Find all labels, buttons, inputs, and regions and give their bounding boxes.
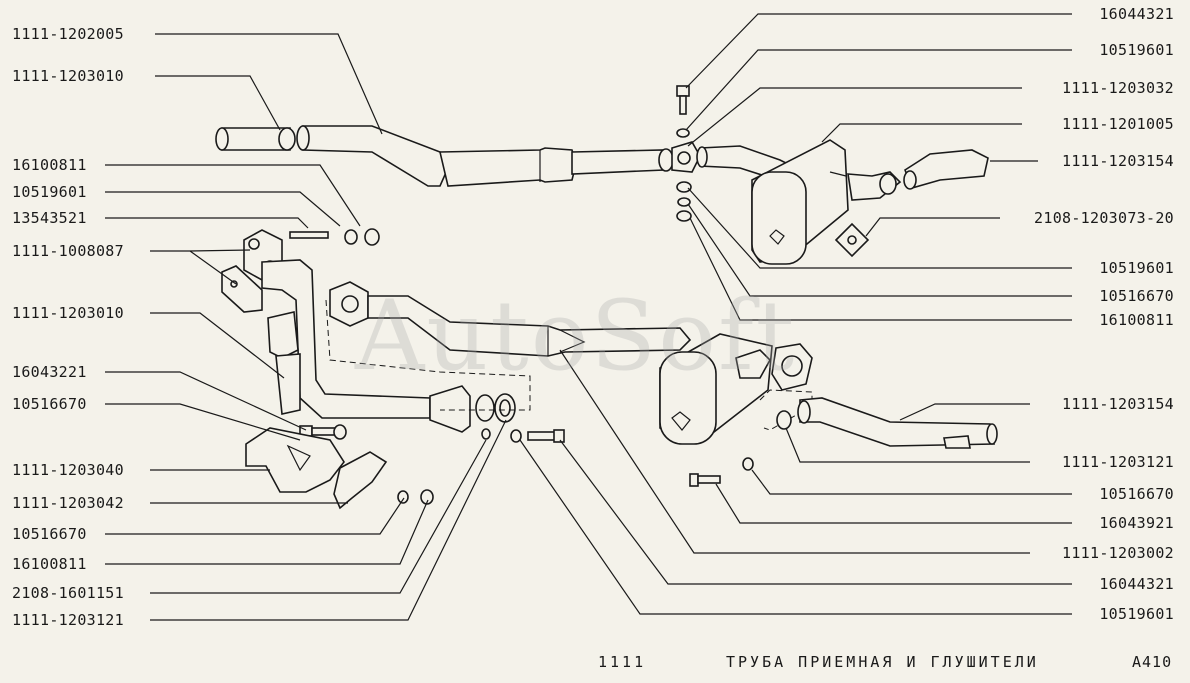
middle-muffler-outlet-flange [735, 343, 813, 391]
part-label: 1111-1203121 [12, 611, 124, 629]
part-label: 10516670 [12, 395, 87, 413]
part-label: 10516670 [1099, 485, 1174, 503]
part-label: 10519601 [1099, 41, 1174, 59]
part-label: 10519601 [1099, 259, 1174, 277]
part-label: 16043221 [12, 363, 87, 381]
part-label: 1111-1202005 [12, 25, 124, 43]
upper-resonator [438, 147, 674, 187]
rubber-hanger-upper [834, 222, 870, 258]
part-label: 10516670 [1099, 287, 1174, 305]
mounting-bracket [245, 427, 434, 510]
part-label: 10516670 [12, 525, 87, 543]
dashed-outline [325, 299, 531, 411]
front-downpipe [261, 259, 431, 419]
stud-and-nuts [289, 228, 380, 246]
part-label: 2108-1203073-20 [1034, 209, 1174, 227]
part-label: 1111-1203154 [1062, 152, 1174, 170]
footer-code: А410 [1132, 653, 1173, 671]
part-label: 1111-1203121 [1062, 453, 1174, 471]
part-label: 2108-1601151 [12, 584, 124, 602]
part-label: 1111-1203002 [1062, 544, 1174, 562]
leaders-left [105, 33, 507, 621]
rear-tailpipe-upper [903, 149, 989, 190]
upper-flange-clamp [671, 141, 701, 173]
upper-tailpipe [215, 127, 296, 151]
part-label: 16044321 [1099, 575, 1174, 593]
downpipe-left-bracket [221, 265, 263, 313]
part-label: 1111-1203154 [1062, 395, 1174, 413]
part-label: 16043921 [1099, 514, 1174, 532]
footer-title: ТРУБА ПРИЕМНАЯ И ГЛУШИТЕЛИ [726, 653, 1039, 671]
part-label: 1111-1201005 [1062, 115, 1174, 133]
rear-muffler [751, 139, 849, 265]
rear-tailpipe-lower [776, 397, 998, 449]
front-bolt-and-nuts [299, 424, 565, 443]
part-label: 10519601 [1099, 605, 1174, 623]
part-label: 10519601 [12, 183, 87, 201]
upper-resonator-pipe [296, 125, 449, 187]
rear-muffler-outlet [847, 171, 902, 201]
middle-flange [329, 281, 369, 327]
part-label: 13543521 [12, 209, 87, 227]
part-label: 16100811 [12, 156, 87, 174]
front-flange-joint [429, 385, 516, 433]
part-label: 1111-1008087 [12, 242, 124, 260]
upper-bolt [676, 85, 690, 138]
middle-pipe [367, 295, 692, 357]
footer-model: 1111 [598, 653, 647, 671]
upper-nuts [676, 181, 692, 222]
part-label: 1111-1203010 [12, 67, 124, 85]
part-label: 16044321 [1099, 5, 1174, 23]
part-label: 1111-1203010 [12, 304, 124, 322]
part-label: 16100811 [1099, 311, 1174, 329]
rear-bolt [689, 457, 754, 487]
leaders-right [519, 13, 1072, 615]
part-label: 1111-1203032 [1062, 79, 1174, 97]
part-label: 16100811 [12, 555, 87, 573]
part-label: 1111-1203040 [12, 461, 124, 479]
part-label: 1111-1203042 [12, 494, 124, 512]
